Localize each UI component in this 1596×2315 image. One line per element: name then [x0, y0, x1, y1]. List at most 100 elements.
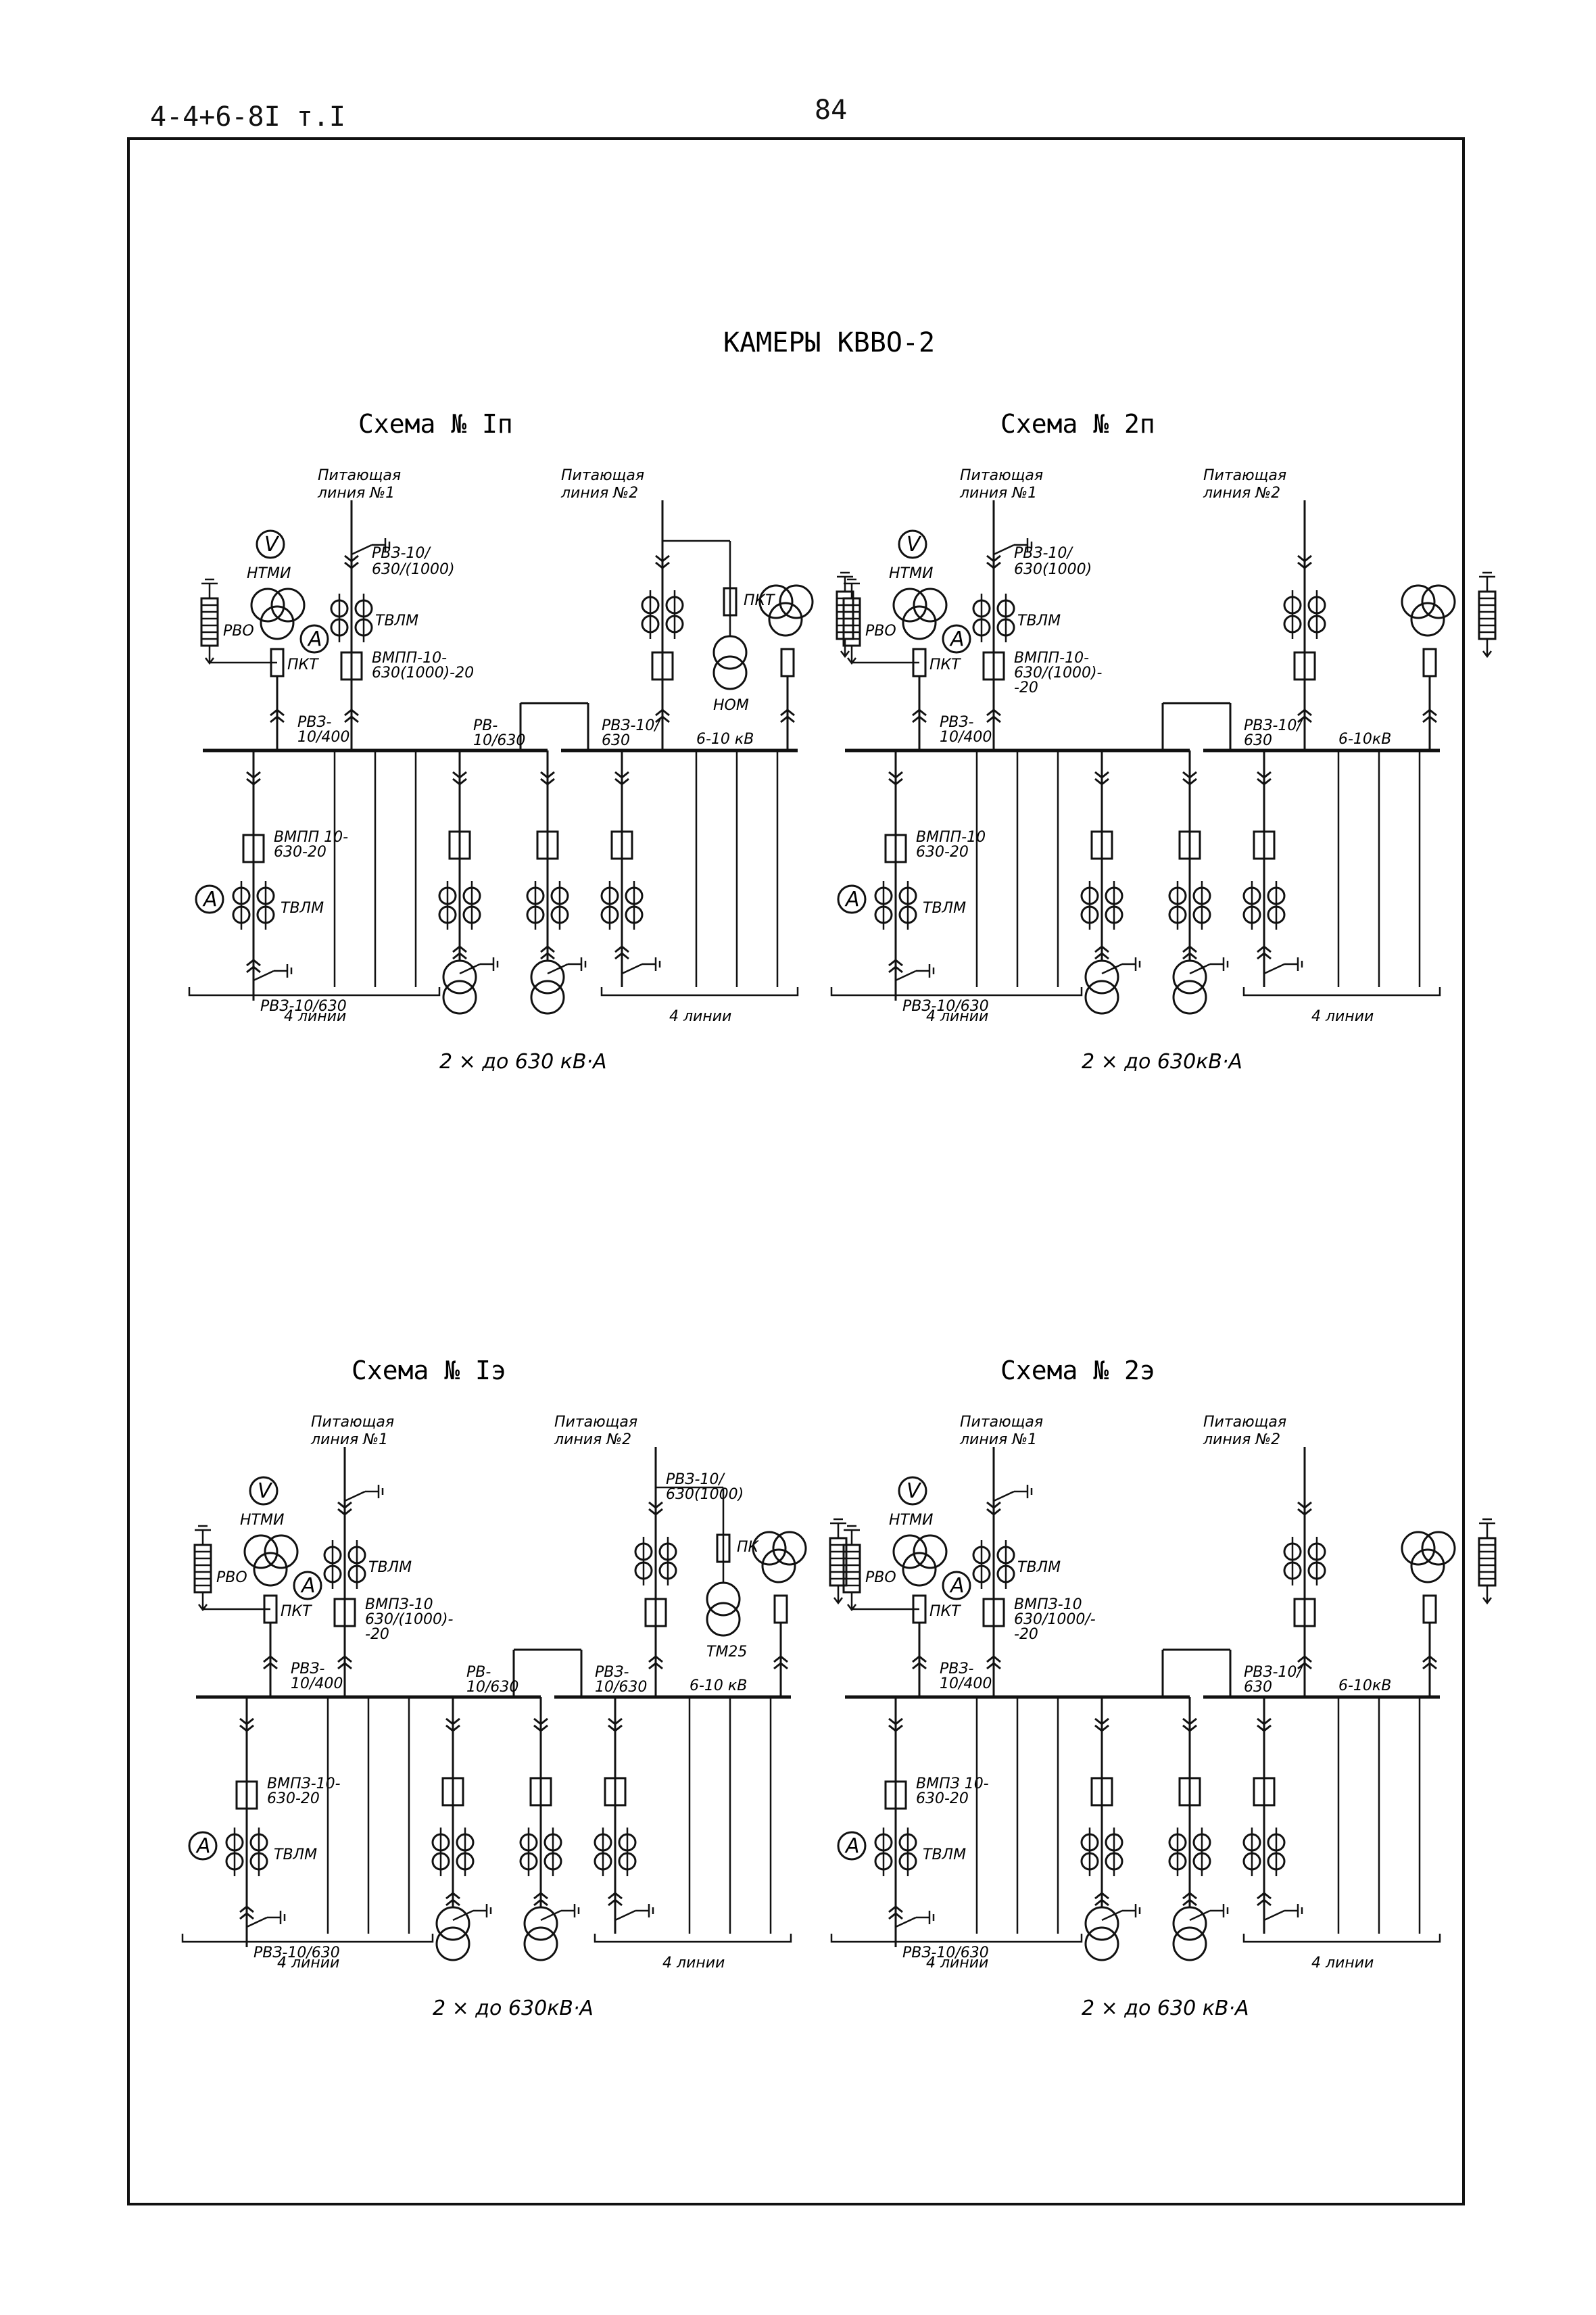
fuse-icon [716, 1533, 731, 1563]
contact-chevron-icon [648, 1655, 663, 1670]
chevron-mark [608, 1717, 623, 1725]
earthing-switch-icon [621, 957, 661, 975]
rvz-400-label: РВЗ- [291, 1661, 324, 1677]
contact-chevron-icon [1422, 709, 1437, 723]
transformer-winding [1084, 980, 1119, 1015]
chevron-mark [1297, 561, 1312, 569]
vt-winding [913, 1534, 948, 1569]
rvz-400-label: РВЗ- [940, 1661, 973, 1677]
current-transformer-icon [456, 1828, 475, 1876]
chevron-mark [1257, 1717, 1272, 1725]
chevron-mark [888, 965, 903, 974]
transformer-winding [1172, 959, 1207, 995]
chevron-mark [263, 1662, 278, 1670]
contact-chevron-icon [1094, 771, 1109, 786]
fuse-icon [1422, 648, 1437, 677]
chevron-mark [1297, 709, 1312, 717]
chevron-mark [655, 554, 670, 563]
chevron-mark [344, 709, 359, 717]
chevron-mark [912, 1662, 927, 1670]
switch-blade [459, 963, 481, 975]
lines-left-label: 4 линии [926, 1955, 988, 1972]
transformer-winding [1084, 1906, 1119, 1941]
contact-chevron-icon [608, 1892, 623, 1907]
voltage-transformer-icon [1401, 1531, 1456, 1583]
earthing-switch-icon [895, 964, 935, 982]
main-breaker-label: -20 [1014, 679, 1038, 696]
chevron-mark [540, 778, 555, 786]
switch-blade [1189, 963, 1211, 975]
scheme-title: Схема № 2п [1000, 409, 1155, 439]
chevron-mark [1422, 715, 1437, 723]
current-transformer-icon [972, 594, 991, 642]
chevron-mark [344, 715, 359, 723]
chevron-mark [445, 1892, 460, 1900]
rv-630-label: 10/630 [466, 1679, 518, 1696]
contact-chevron-icon [773, 1655, 788, 1670]
sheet-border [127, 137, 1465, 2205]
outgoing-breaker-icon [242, 834, 265, 863]
lines-right-label: 4 линии [669, 1008, 731, 1025]
ammeter-icon: A [293, 1571, 322, 1600]
transformer-winding [530, 959, 565, 995]
feed-line-1-label: Питающая [311, 1414, 394, 1431]
chevron-mark [648, 1655, 663, 1663]
ammeter-icon: A [195, 884, 224, 914]
chevron-mark [1182, 945, 1197, 953]
earthing-switch-icon [1189, 1904, 1229, 1922]
lines-bracket-left [188, 987, 441, 997]
current-transformer-icon [1242, 1828, 1261, 1876]
rvo-label: РВО [865, 623, 896, 640]
current-transformer-icon [1267, 881, 1286, 930]
voltmeter-icon: V [256, 529, 285, 559]
contact-chevron-icon [1257, 1892, 1272, 1907]
feeder-breaker-icon [441, 1777, 464, 1807]
chevron-mark [344, 554, 359, 563]
aux-transformer-icon [712, 635, 748, 690]
chevron-mark [337, 1655, 352, 1663]
lines-left-label: 4 линии [926, 1008, 988, 1025]
chevron-mark [1094, 945, 1109, 953]
current-transformer-icon [1267, 1828, 1286, 1876]
lines-left-label: 4 линии [277, 1955, 339, 1972]
contact-chevron-icon [1257, 945, 1272, 960]
feed-2-switch-label: РВЗ-10/ [666, 1471, 725, 1488]
vt-winding [1401, 584, 1436, 619]
chevron-mark [540, 952, 555, 960]
meter-ring [195, 884, 224, 914]
tvlm-label: ТВЛМ [368, 1559, 412, 1576]
current-transformer-icon [1192, 1828, 1211, 1876]
chevron-mark [452, 945, 467, 953]
earthing-switch-icon [614, 1904, 654, 1922]
chevron-mark [1422, 709, 1437, 717]
chevron-mark [540, 945, 555, 953]
current-transformer-icon [1192, 881, 1211, 930]
vt-winding [1410, 602, 1445, 637]
chevron-mark [1257, 1892, 1272, 1900]
feed-line-2-label: линия №2 [1203, 485, 1280, 502]
switch-blade [993, 1490, 1015, 1502]
voltmeter-icon-letter: V [264, 533, 280, 556]
transformer-winding [706, 1602, 741, 1637]
current-transformer-icon [526, 881, 545, 930]
out-tvlm-label: ТВЛМ [923, 1846, 966, 1863]
chevron-mark [445, 1717, 460, 1725]
current-transformer-icon [519, 1828, 538, 1876]
contact-chevron-icon [533, 1892, 548, 1907]
chevron-mark [648, 1501, 663, 1509]
contact-chevron-icon [986, 1501, 1001, 1516]
meter-ring [249, 1476, 279, 1506]
rv-630-label: РВ- [473, 717, 498, 734]
surge-arrester-icon [200, 578, 219, 665]
ammeter-icon-letter: A [844, 1834, 860, 1858]
out-breaker-label: 630-20 [274, 844, 327, 861]
chevron-mark [986, 561, 1001, 569]
contact-chevron-icon [445, 1717, 460, 1732]
ammeter-icon: A [837, 884, 867, 914]
arrow-mark [1482, 650, 1492, 659]
switch-blade [253, 970, 274, 982]
current-transformer-icon [225, 1828, 244, 1876]
chevron-mark [540, 771, 555, 779]
current-transformer-icon [594, 1828, 612, 1876]
